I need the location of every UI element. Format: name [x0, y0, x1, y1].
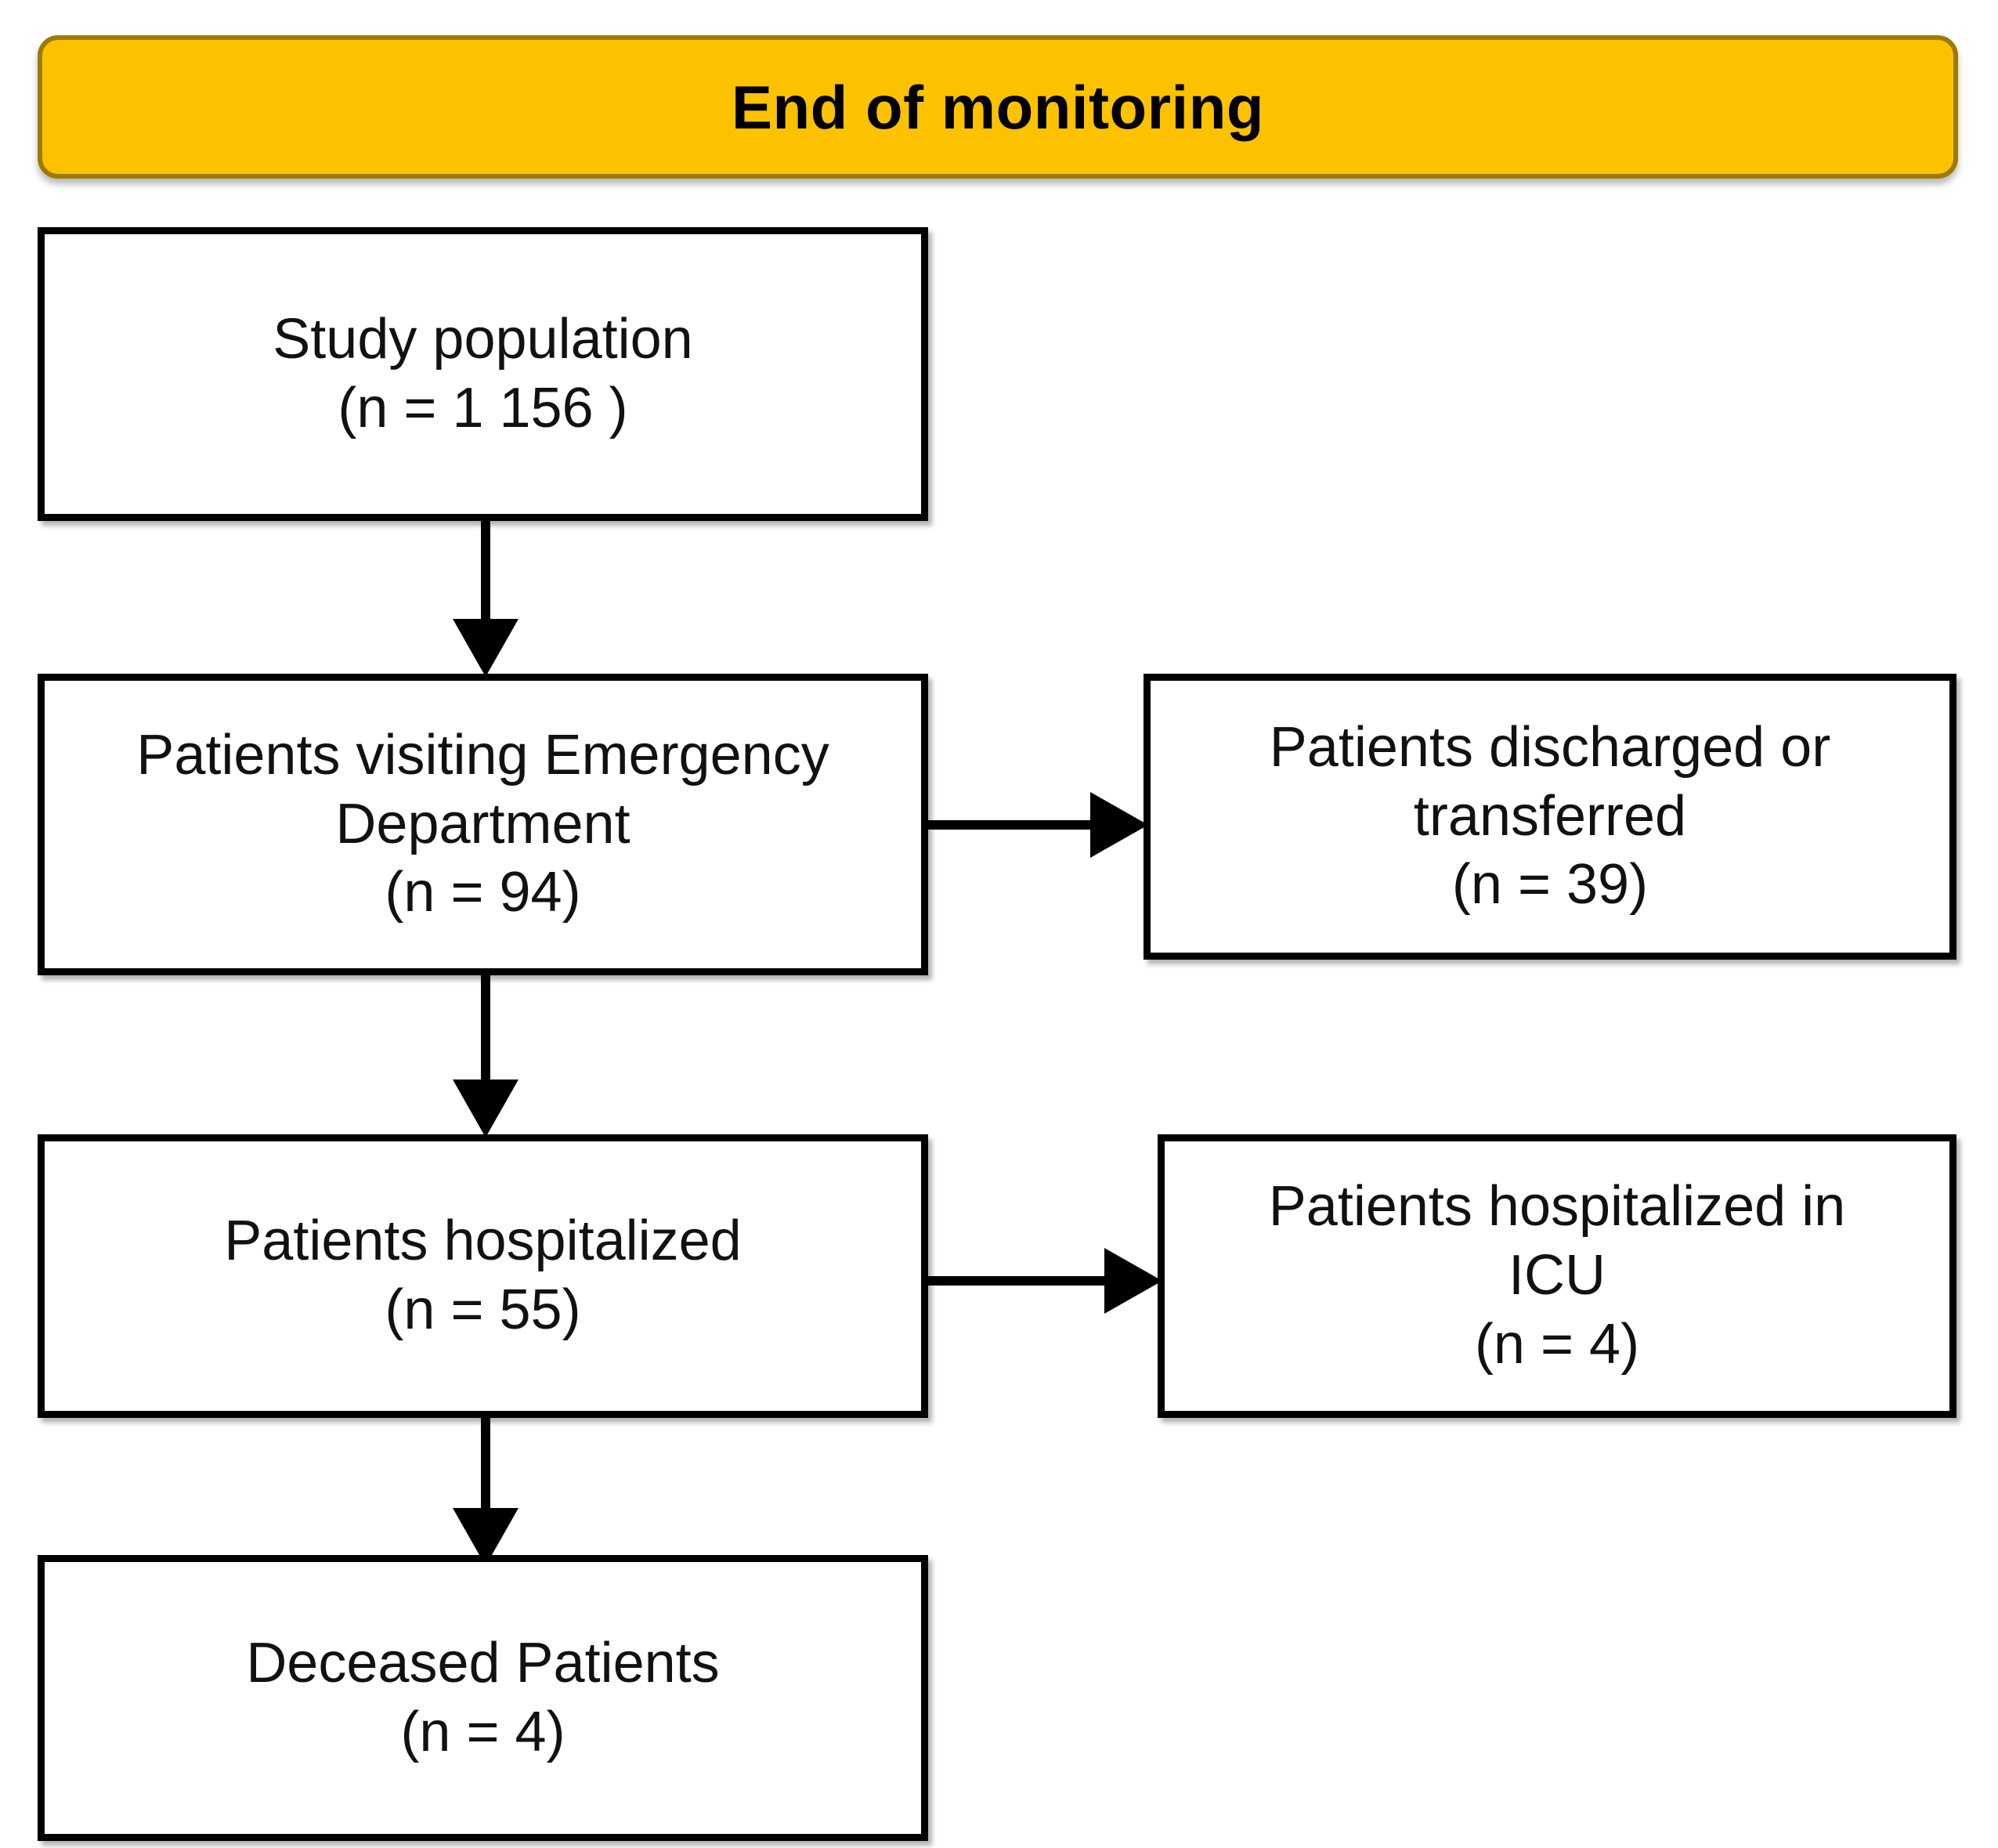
node-discharged-or-transferred: Patients discharged or transferred (n = …: [1144, 674, 1956, 960]
node-emergency-department-line-1: Patients visiting Emergency: [136, 723, 829, 787]
connector-hospitalized-to-deceased-shaft: [481, 1418, 490, 1510]
connector-hospitalized-to-icu-shaft: [928, 1276, 1111, 1286]
arrowhead-down-icon-emergency-department-to-hospitalized: [453, 1080, 518, 1137]
node-deceased-patients: Deceased Patients (n = 4): [38, 1555, 928, 1841]
arrowhead-right-icon-hospitalized-to-icu: [1104, 1248, 1162, 1314]
node-patients-hospitalized-in-icu-line-2: ICU: [1508, 1244, 1606, 1307]
connector-emergency-department-to-hospitalized-shaft: [481, 975, 490, 1082]
end-of-monitoring-banner: End of monitoring: [38, 35, 1958, 179]
node-patients-hospitalized-line-2: (n = 55): [385, 1278, 581, 1341]
node-study-population-line-1: Study population: [273, 307, 693, 371]
node-patients-hospitalized-in-icu-line-3: (n = 4): [1474, 1312, 1640, 1376]
node-patients-hospitalized-line-1: Patients hospitalized: [224, 1210, 742, 1273]
node-study-population-line-2: (n = 1 156 ): [338, 376, 628, 439]
node-patients-hospitalized-in-icu-line-1: Patients hospitalized in: [1268, 1175, 1846, 1239]
banner-title: End of monitoring: [731, 72, 1265, 142]
node-discharged-or-transferred-line-2: transferred: [1413, 784, 1687, 848]
node-emergency-department-line-2: Department: [335, 792, 630, 855]
arrowhead-right-icon-emergency-department-to-discharged: [1090, 792, 1148, 858]
node-discharged-or-transferred-line-3: (n = 39): [1451, 853, 1649, 917]
arrowhead-down-icon-study-population-to-emergency-department: [453, 619, 518, 677]
connector-emergency-department-to-discharged-shaft: [928, 820, 1097, 830]
connector-study-population-to-emergency-department-shaft: [481, 521, 490, 621]
node-emergency-department-line-3: (n = 94): [385, 861, 581, 924]
node-discharged-or-transferred-line-1: Patients discharged or: [1269, 715, 1831, 779]
node-deceased-patients-line-1: Deceased Patients: [246, 1631, 720, 1694]
node-patients-hospitalized: Patients hospitalized (n = 55): [38, 1134, 928, 1418]
node-deceased-patients-line-2: (n = 4): [400, 1700, 565, 1763]
node-study-population: Study population (n = 1 156 ): [38, 227, 928, 521]
node-emergency-department: Patients visiting Emergency Department (…: [38, 674, 928, 975]
node-patients-hospitalized-in-icu: Patients hospitalized in ICU (n = 4): [1158, 1134, 1956, 1418]
